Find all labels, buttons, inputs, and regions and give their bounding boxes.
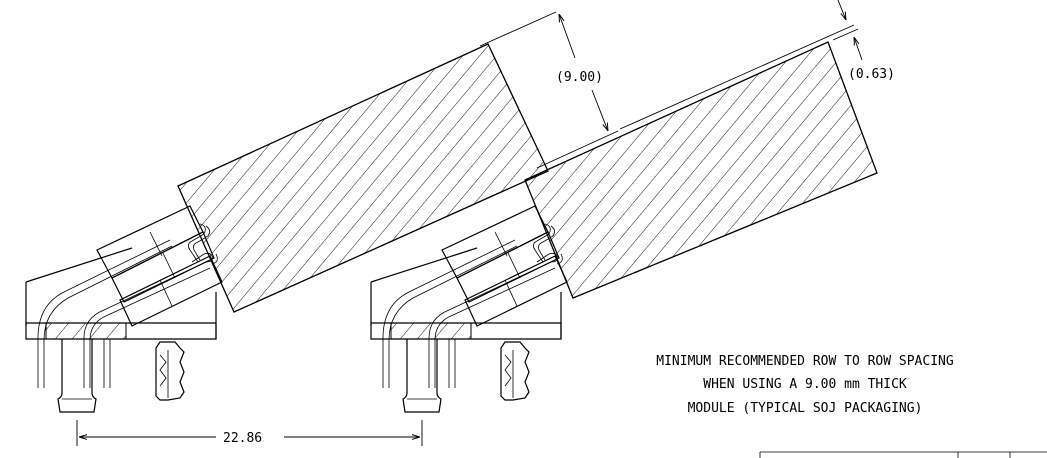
spacing-note: MINIMUM RECOMMENDED ROW TO ROW SPACING W…: [656, 354, 954, 416]
thickness-label: (9.00): [556, 70, 603, 85]
pitch-dimension: 22.86: [76, 420, 423, 446]
module-right: [524, 41, 878, 299]
thickness-dimension: (9.00): [479, 11, 619, 169]
pitch-label: 22.86: [223, 431, 262, 446]
note-line-1: MINIMUM RECOMMENDED ROW TO ROW SPACING: [656, 354, 954, 369]
module-left: [177, 43, 549, 313]
clearance-label: (0.63): [848, 67, 895, 82]
assembly-left: [25, 43, 549, 413]
assembly-right: [370, 41, 878, 413]
clearance-dimension: (0.63): [619, 0, 895, 130]
note-line-3: MODULE (TYPICAL SOJ PACKAGING): [688, 401, 923, 416]
note-line-2: WHEN USING A 9.00 mm THICK: [703, 377, 907, 392]
title-block-edge: [759, 451, 1047, 458]
